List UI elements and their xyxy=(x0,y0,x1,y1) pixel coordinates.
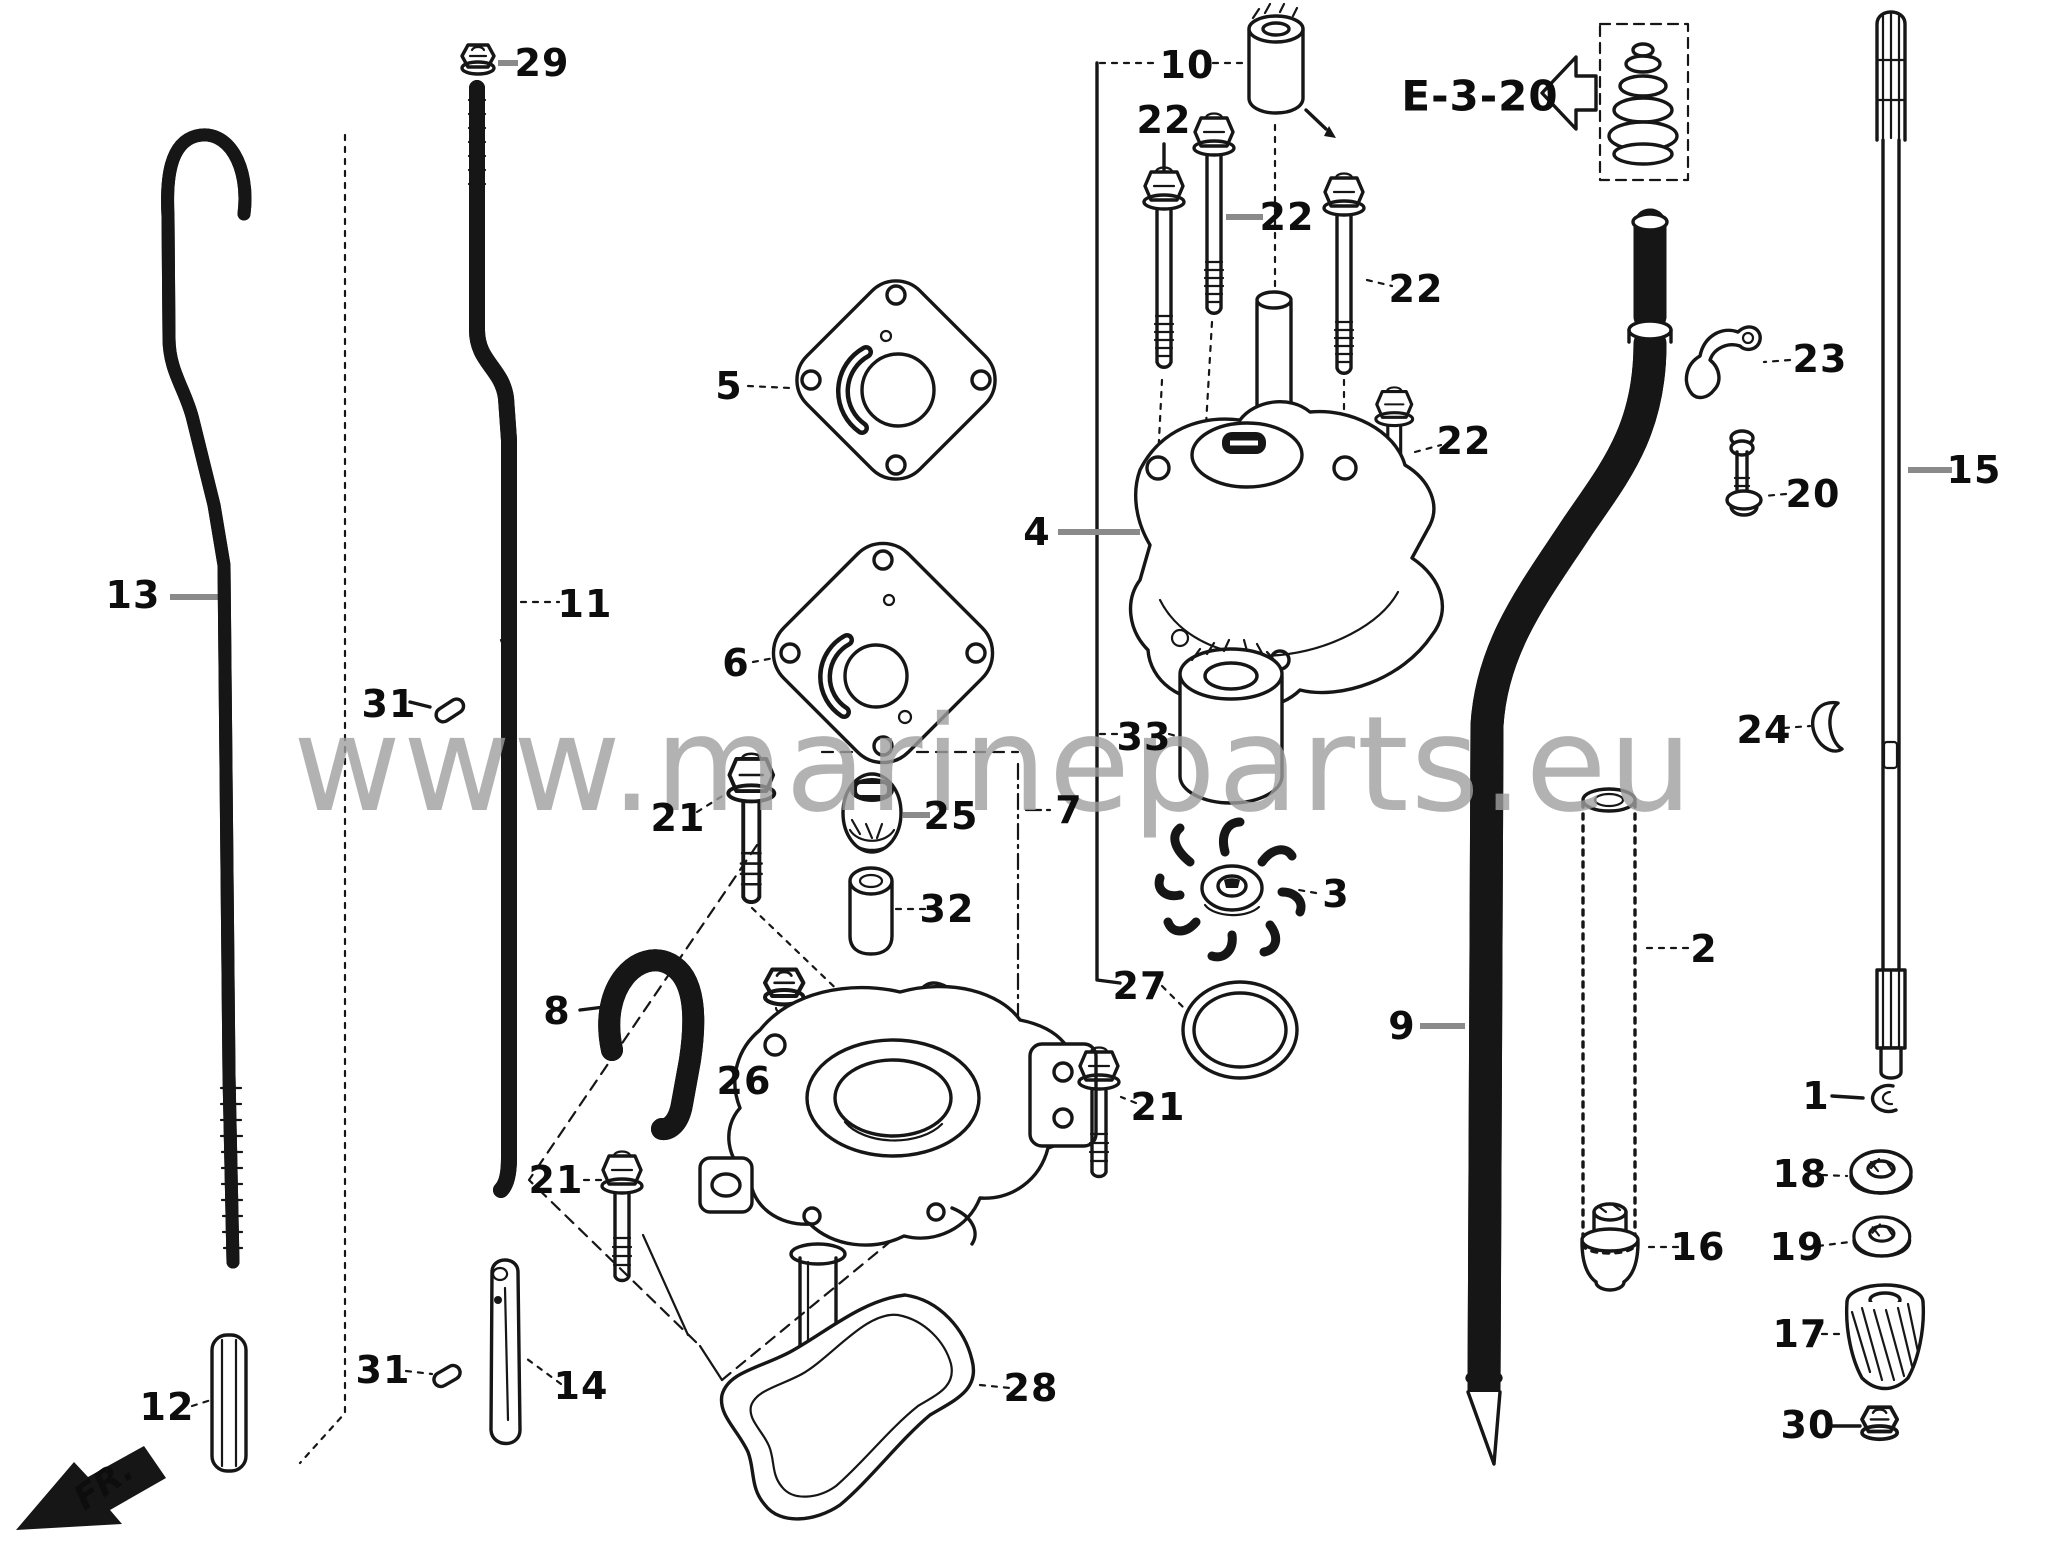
reference-code-label: E-3-20 xyxy=(1401,71,1559,121)
watermark-text: www.marineparts.eu xyxy=(293,688,1695,842)
reference-arrow-icon xyxy=(1540,55,1598,131)
callout-32: 32 xyxy=(919,887,975,931)
callout-22-b: 22 xyxy=(1259,195,1315,239)
callout-26: 26 xyxy=(716,1059,772,1103)
callout-1: 1 xyxy=(1802,1074,1830,1118)
shift-clip-23 xyxy=(1684,325,1762,400)
callout-4: 4 xyxy=(1023,510,1051,554)
callout-28: 28 xyxy=(1003,1366,1059,1410)
o-ring-27 xyxy=(1181,980,1299,1080)
callout-19: 19 xyxy=(1769,1225,1825,1269)
pump-body-7 xyxy=(698,981,1098,1366)
water-pump-case-4 xyxy=(1128,290,1445,711)
distance-collar-32 xyxy=(848,866,894,956)
callout-21-top: 21 xyxy=(650,796,706,840)
callout-11: 11 xyxy=(557,582,613,626)
callout-6: 6 xyxy=(722,641,750,685)
callout-31-upper: 31 xyxy=(361,682,417,726)
callout-3: 3 xyxy=(1322,872,1350,916)
callout-5: 5 xyxy=(715,364,743,408)
impeller-3 xyxy=(1154,817,1306,962)
water-tube-8 xyxy=(609,960,693,1129)
pump-liner-33 xyxy=(1178,638,1284,805)
callout-8: 8 xyxy=(543,989,571,1033)
callout-33: 33 xyxy=(1116,715,1172,759)
callout-20: 20 xyxy=(1785,472,1841,516)
breather-tube-9 xyxy=(1465,208,1673,1466)
vertical-rod-11 xyxy=(467,80,517,1198)
gasket-6 xyxy=(771,541,995,765)
water-seal-25 xyxy=(841,772,903,854)
rod-holder-14 xyxy=(489,1258,522,1446)
reference-dashed-box xyxy=(1598,22,1690,182)
shift-rod-13 xyxy=(168,135,245,1262)
callout-9: 9 xyxy=(1388,1004,1416,1048)
callout-15: 15 xyxy=(1946,448,2002,492)
callout-16: 16 xyxy=(1670,1225,1726,1269)
gasket-5 xyxy=(795,279,997,481)
callout-23: 23 xyxy=(1792,337,1848,381)
flange-bolt-21-left xyxy=(600,1149,644,1283)
callout-29: 29 xyxy=(514,41,570,85)
tube-bushing-16 xyxy=(1580,1202,1640,1292)
callout-25: 25 xyxy=(923,794,979,838)
callout-22-c: 22 xyxy=(1388,267,1444,311)
callout-10: 10 xyxy=(1159,43,1215,87)
callout-18: 18 xyxy=(1772,1152,1828,1196)
callout-22-a: 22 xyxy=(1136,98,1192,142)
callout-24: 24 xyxy=(1736,708,1792,752)
callout-2: 2 xyxy=(1690,927,1718,971)
grommet-bushing-10 xyxy=(1247,2,1336,138)
pivot-screw-20 xyxy=(1725,429,1763,517)
castle-nut-30 xyxy=(1860,1405,1900,1442)
pinion-gear-17 xyxy=(1844,1283,1926,1391)
callout-21-left: 21 xyxy=(528,1158,584,1202)
woodruff-key-24 xyxy=(1811,701,1844,753)
callout-31-lower: 31 xyxy=(355,1348,411,1392)
rod-sleeve-12 xyxy=(210,1333,248,1473)
callout-27: 27 xyxy=(1112,964,1168,1008)
extension-tube-2 xyxy=(1581,787,1637,1255)
callout-13: 13 xyxy=(105,573,161,617)
pin-31-upper xyxy=(434,697,466,724)
circlip-1 xyxy=(1870,1083,1898,1114)
pin-31-lower xyxy=(432,1363,462,1389)
front-direction-arrow xyxy=(16,1446,166,1530)
callout-17: 17 xyxy=(1772,1312,1828,1356)
washer-19 xyxy=(1852,1215,1912,1258)
callout-30: 30 xyxy=(1780,1403,1836,1447)
lock-nut-29 xyxy=(460,43,496,76)
vertical-shaft-15 xyxy=(1875,10,1907,1080)
washer-18 xyxy=(1849,1149,1913,1195)
callout-14: 14 xyxy=(553,1364,609,1408)
callout-21-right: 21 xyxy=(1130,1085,1186,1129)
callout-12: 12 xyxy=(139,1385,195,1429)
callout-22-d: 22 xyxy=(1436,419,1492,463)
callout-7: 7 xyxy=(1055,788,1083,832)
gasket-28 xyxy=(719,1293,976,1521)
